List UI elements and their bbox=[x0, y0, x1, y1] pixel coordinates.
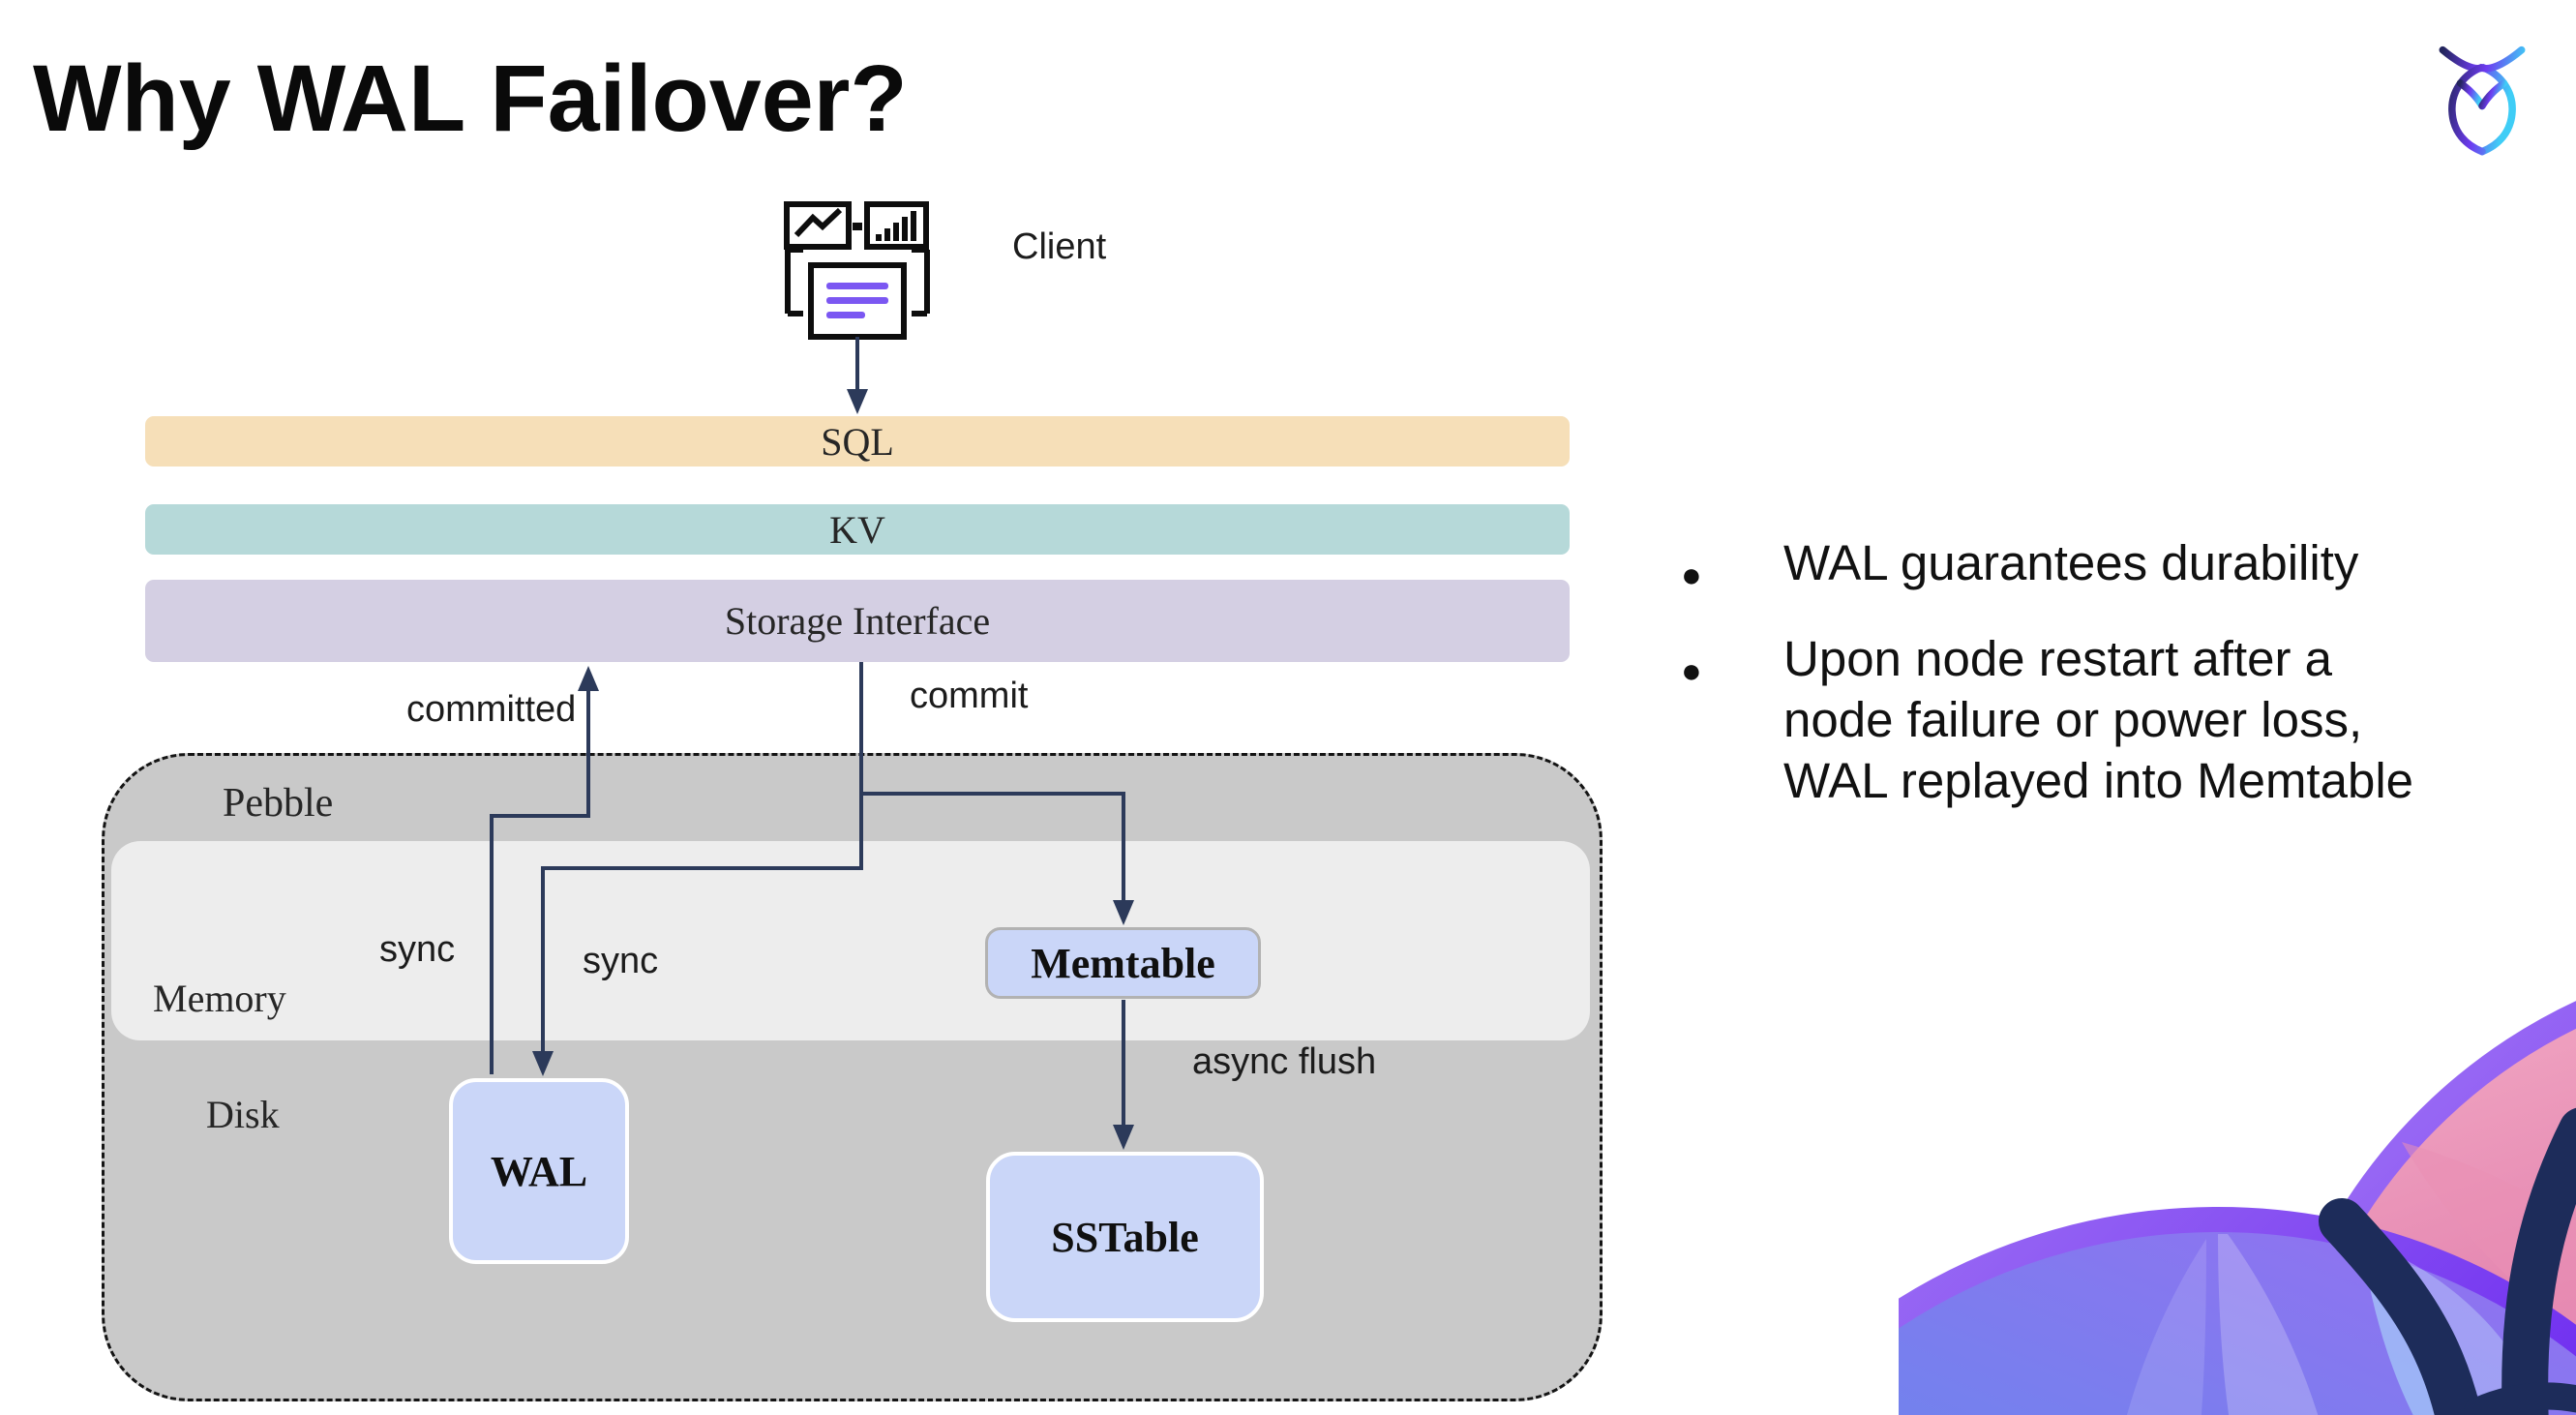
wal-label: WAL bbox=[490, 1147, 588, 1195]
bracket-frame-icon bbox=[785, 247, 930, 316]
client-icon bbox=[784, 201, 930, 414]
bullet-line: node failure or power loss, bbox=[1783, 692, 2363, 747]
bullet-dot-icon: ● bbox=[1681, 650, 1702, 690]
sstable-node: SSTable bbox=[986, 1152, 1264, 1322]
committed-label: committed bbox=[406, 689, 577, 730]
async-flush-label: async flush bbox=[1192, 1041, 1377, 1082]
wal-node: WAL bbox=[449, 1078, 629, 1264]
layer-bar-storage-interface: Storage Interface bbox=[145, 580, 1570, 662]
memtable-node: Memtable bbox=[985, 927, 1261, 999]
brand-decoration-graphic bbox=[1899, 1001, 2576, 1415]
storage-interface-label: Storage Interface bbox=[724, 599, 991, 643]
client-label: Client bbox=[1012, 226, 1107, 267]
bullet-dot-icon: ● bbox=[1681, 555, 1702, 594]
memtable-label: Memtable bbox=[1031, 939, 1215, 987]
sync-left-label: sync bbox=[379, 929, 456, 970]
bullet-list: ● WAL guarantees durability ● Upon node … bbox=[1679, 532, 2531, 811]
page-title: Why WAL Failover? bbox=[33, 45, 908, 151]
pebble-label: Pebble bbox=[223, 781, 334, 826]
commit-label: commit bbox=[910, 676, 1029, 716]
cockroachdb-logo-icon bbox=[2439, 45, 2526, 156]
bullet-line: WAL guarantees durability bbox=[1783, 535, 2359, 590]
kv-label: KV bbox=[829, 507, 885, 552]
memory-label: Memory bbox=[153, 977, 286, 1020]
sql-label: SQL bbox=[821, 419, 894, 464]
memory-band bbox=[111, 841, 1590, 1040]
disk-label: Disk bbox=[206, 1093, 280, 1136]
bullet-item: ● WAL guarantees durability bbox=[1679, 532, 2531, 594]
layer-bar-kv: KV bbox=[145, 504, 1570, 555]
sync-right-label: sync bbox=[583, 941, 659, 981]
layer-bar-sql: SQL bbox=[145, 416, 1570, 467]
bullet-line: WAL replayed into Memtable bbox=[1783, 753, 2414, 808]
dash-icon bbox=[853, 223, 862, 230]
sstable-label: SSTable bbox=[1051, 1213, 1199, 1261]
bullet-item: ● Upon node restart after a node failure… bbox=[1679, 628, 2531, 811]
bullet-line: Upon node restart after a bbox=[1783, 631, 2333, 686]
